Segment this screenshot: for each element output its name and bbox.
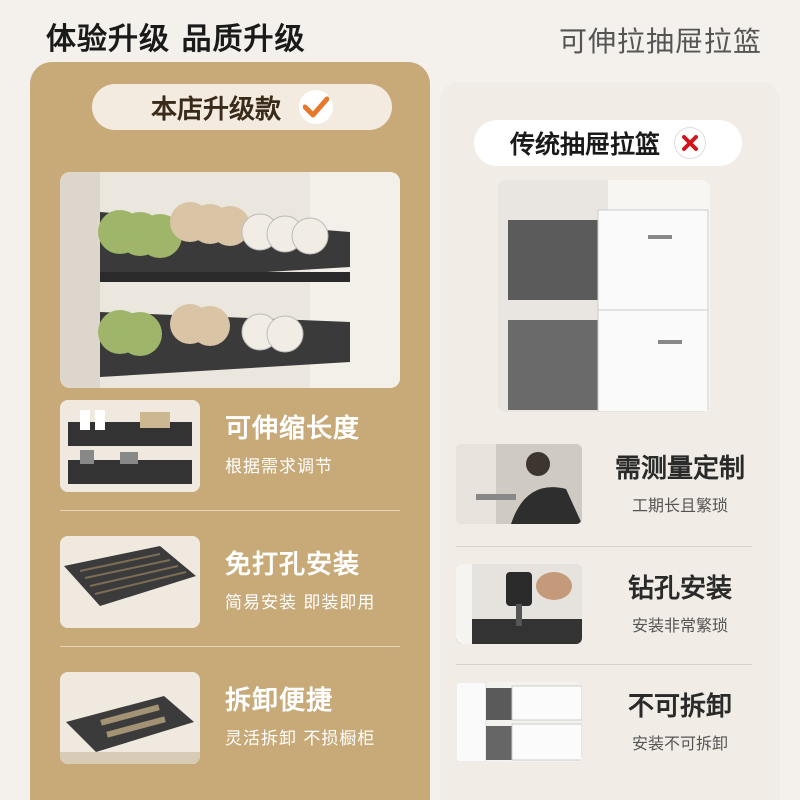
no-drill-subtitle: 简易安装 即装即用 (225, 593, 376, 613)
not-removable-title: 不可拆卸 (627, 692, 732, 722)
upgraded-badge: 本店升级款 (92, 84, 392, 130)
extendable-subtitle: 根据需求调节 (225, 457, 333, 477)
custom-measure-title: 需测量定制 (614, 454, 745, 484)
traditional-drawer-photo (498, 180, 710, 412)
divider (60, 646, 400, 647)
feature-no-drill: 免打孔安装 简易安装 即装即用 (60, 536, 400, 632)
drill-photo (456, 564, 582, 644)
divider (60, 510, 400, 511)
drill-install-subtitle: 安装非常繁琐 (631, 616, 728, 635)
not-removable-subtitle: 安装不可拆卸 (631, 734, 728, 753)
no-drill-photo (60, 536, 200, 628)
cross-icon (674, 127, 706, 159)
feature-drill-install: 钻孔安装 安装非常繁琐 (456, 564, 766, 648)
feature-removable: 拆卸便捷 灵活拆卸 不损橱柜 (60, 672, 400, 768)
extendable-title: 可伸缩长度 (225, 414, 361, 444)
check-icon (299, 90, 333, 124)
traditional-badge-label: 传统抽屉拉篮 (509, 130, 660, 159)
upgraded-panel: 本店升级款 (30, 62, 430, 800)
feature-custom-measure: 需测量定制 工期长且繁琐 (456, 444, 766, 528)
traditional-badge: 传统抽屉拉篮 (474, 120, 742, 166)
removable-subtitle: 灵活拆卸 不损橱柜 (225, 729, 376, 749)
no-drill-title: 免打孔安装 (225, 550, 361, 580)
extendable-photo (60, 400, 200, 492)
feature-not-removable: 不可拆卸 安装不可拆卸 (456, 682, 766, 766)
not-removable-photo (456, 682, 582, 762)
removable-title: 拆卸便捷 (225, 686, 334, 716)
removable-photo (60, 672, 200, 764)
custom-measure-subtitle: 工期长且繁琐 (631, 496, 728, 515)
traditional-panel: 传统抽屉拉篮 需测量定制 工期长且繁琐 (440, 82, 780, 800)
divider (456, 664, 752, 665)
divider (456, 546, 752, 547)
pullout-basket-photo (60, 172, 400, 388)
feature-extendable: 可伸缩长度 根据需求调节 (60, 400, 400, 496)
measure-photo (456, 444, 582, 524)
headline-upgrade: 体验升级 品质升级 (46, 22, 306, 57)
upgraded-badge-label: 本店升级款 (150, 94, 281, 125)
headline-product: 可伸拉抽屉拉篮 (558, 25, 762, 58)
drill-install-title: 钻孔安装 (627, 574, 732, 604)
